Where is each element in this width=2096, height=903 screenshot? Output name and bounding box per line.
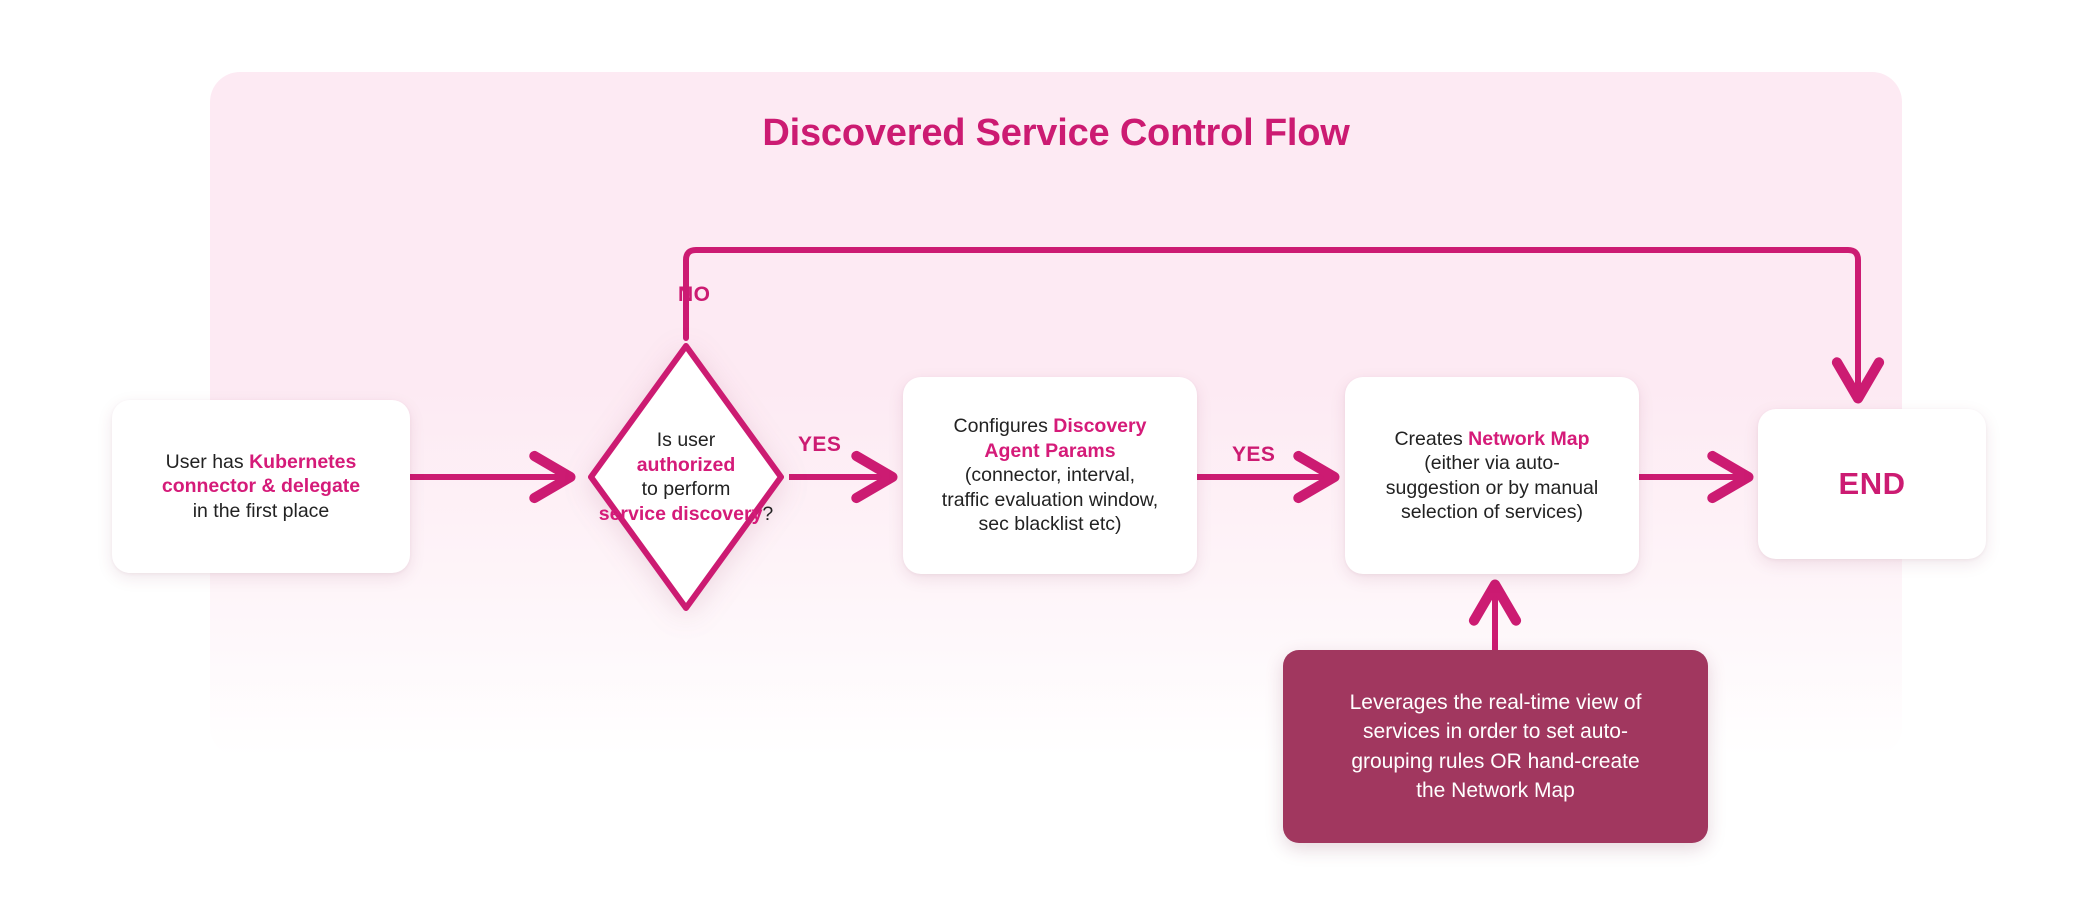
node-end-label: END bbox=[1838, 465, 1906, 501]
edge-label-yes-decision: YES bbox=[798, 433, 842, 456]
edge-label-yes-params: YES bbox=[1232, 443, 1276, 466]
page-title: Discovered Service Control Flow bbox=[762, 112, 1350, 154]
diamond-shape bbox=[588, 343, 784, 611]
edge-label-no: NO bbox=[678, 283, 711, 306]
node-end-terminator[interactable]: END bbox=[1758, 409, 1986, 559]
node-map-text: Creates Network Map(either via auto-sugg… bbox=[1385, 427, 1599, 524]
node-creates-network-map[interactable]: Creates Network Map(either via auto-sugg… bbox=[1345, 377, 1639, 574]
